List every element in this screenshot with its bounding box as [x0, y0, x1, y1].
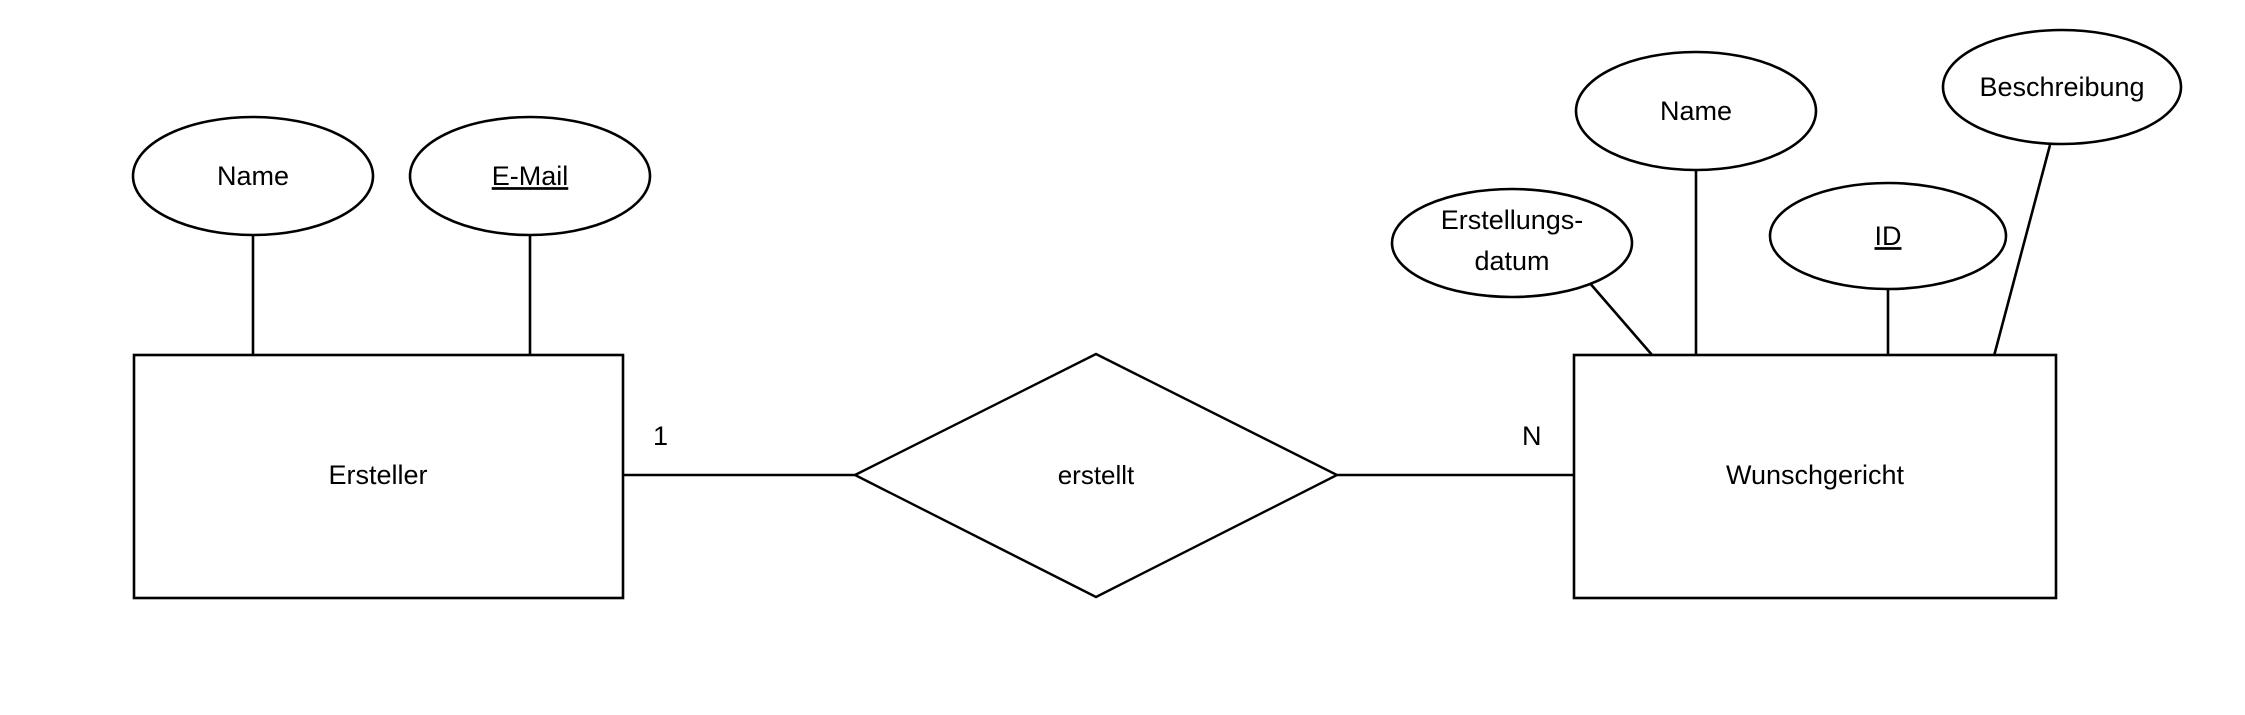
attribute-ersteller-email[interactable]: E-Mail	[408, 115, 652, 237]
connector-wunschgericht-beschreibung	[1992, 144, 2052, 357]
attribute-label-key: E-Mail	[492, 161, 569, 191]
attribute-wunschgericht-id[interactable]: ID	[1768, 181, 2008, 291]
entity-wunschgericht[interactable]: Wunschgericht	[1572, 353, 2058, 600]
attribute-wunschgericht-beschreibung[interactable]: Beschreibung	[1941, 28, 2183, 146]
cardinality-right: N	[1522, 421, 1542, 451]
attribute-label: Beschreibung	[1979, 72, 2144, 102]
attribute-wunschgericht-erstellungsdatum[interactable]: Erstellungs- datum	[1390, 187, 1634, 299]
entity-ersteller[interactable]: Ersteller	[132, 353, 625, 600]
ellipse-shape	[1768, 181, 2008, 291]
ellipse-shape	[131, 115, 375, 237]
attribute-label-line1: Erstellungs-	[1441, 205, 1584, 235]
relationship-label: erstellt	[1058, 460, 1135, 490]
attribute-label-line2: datum	[1474, 246, 1549, 276]
diamond-shape	[852, 352, 1340, 599]
attribute-label-key: ID	[1875, 221, 1902, 251]
attribute-label: Name	[217, 161, 289, 191]
ellipse-shape	[1574, 50, 1818, 172]
ellipse-shape	[408, 115, 652, 237]
attribute-ersteller-name[interactable]: Name	[131, 115, 375, 237]
entity-label: Wunschgericht	[1726, 460, 1905, 490]
attribute-wunschgericht-name[interactable]: Name	[1574, 50, 1818, 172]
entity-label: Ersteller	[328, 460, 427, 490]
rectangle-shape	[1572, 353, 2058, 600]
attribute-label: Name	[1660, 96, 1732, 126]
ellipse-shape	[1390, 187, 1634, 299]
rectangle-shape	[132, 353, 625, 600]
connector-wunschgericht-erstellungsdatum	[1587, 280, 1654, 357]
relationship-erstellt[interactable]: erstellt	[852, 352, 1340, 599]
ellipse-shape	[1941, 28, 2183, 146]
cardinality-left: 1	[653, 421, 668, 451]
